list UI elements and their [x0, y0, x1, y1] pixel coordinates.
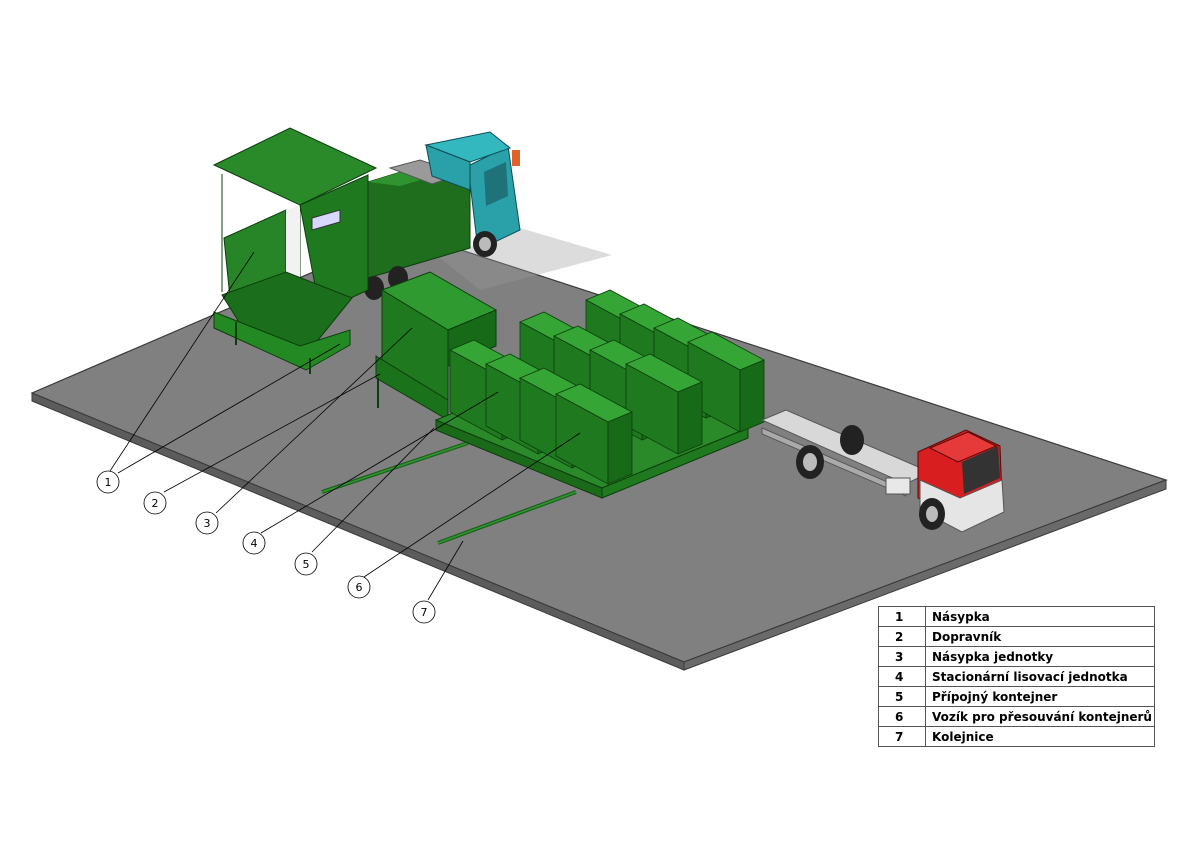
legend-number: 1	[878, 606, 926, 627]
container-block	[625, 353, 703, 455]
legend-row: 6 Vozík pro přesouvání kontejnerů	[878, 706, 1155, 727]
legend-label: Vozík pro přesouvání kontejnerů	[925, 706, 1155, 727]
legend-label: Násypka	[925, 606, 1155, 627]
legend-label: Násypka jednotky	[925, 646, 1155, 667]
press-unit	[375, 271, 498, 421]
legend-number: 3	[878, 646, 926, 667]
legend-row: 1 Násypka	[878, 606, 1155, 627]
legend-label: Dopravník	[925, 626, 1155, 647]
callout-7: 7	[412, 600, 436, 624]
callout-3-label: 3	[204, 517, 211, 530]
container-block	[555, 383, 633, 485]
callout-6: 6	[347, 575, 371, 599]
callout-5-label: 5	[303, 558, 310, 571]
legend-row: 3 Násypka jednotky	[878, 646, 1155, 667]
legend-number: 6	[878, 706, 926, 727]
callout-7-label: 7	[421, 606, 428, 619]
chassis-truck	[760, 409, 1005, 533]
legend-number: 7	[878, 726, 926, 747]
legend-label: Stacionární lisovací jednotka	[925, 666, 1155, 687]
legend-row: 2 Dopravník	[878, 626, 1155, 647]
legend-label: Kolejnice	[925, 726, 1155, 747]
callout-2: 2	[143, 491, 167, 515]
legend-row: 7 Kolejnice	[878, 726, 1155, 747]
legend-number: 5	[878, 686, 926, 707]
legend-row: 5 Přípojný kontejner	[878, 686, 1155, 707]
callout-1: 1	[96, 470, 120, 494]
legend-label: Přípojný kontejner	[925, 686, 1155, 707]
callout-4-label: 4	[251, 537, 258, 550]
callout-1-label: 1	[105, 476, 112, 489]
callout-3: 3	[195, 511, 219, 535]
hopper-unit	[212, 127, 378, 374]
callout-5: 5	[294, 552, 318, 576]
legend-row: 4 Stacionární lisovací jednotka	[878, 666, 1155, 687]
legend-number: 2	[878, 626, 926, 647]
leader-lines	[109, 251, 581, 601]
legend-number: 4	[878, 666, 926, 687]
collection-truck	[364, 131, 521, 300]
legend-table: 1 Násypka 2 Dopravník 3 Násypka jednotky…	[878, 606, 1155, 747]
callout-6-label: 6	[356, 581, 363, 594]
callout-2-label: 2	[152, 497, 159, 510]
containers	[449, 289, 765, 485]
callout-4: 4	[242, 531, 266, 555]
